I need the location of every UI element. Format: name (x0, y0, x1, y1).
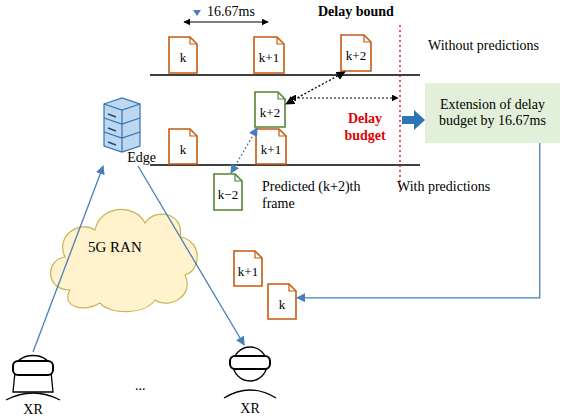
cloud-outline (51, 209, 198, 311)
node-text: Edge (127, 150, 156, 166)
document-outline (169, 129, 197, 164)
document-fold (235, 174, 242, 181)
delay-bound-line (399, 25, 400, 192)
node-text: k (267, 283, 297, 320)
node-text: k+1 (255, 128, 287, 165)
delay-bound-label: Delay bound (318, 3, 408, 20)
frame-doc: k (267, 283, 297, 320)
node-text: k+2 (254, 91, 286, 128)
server-icon (108, 114, 116, 145)
server-icon (104, 104, 140, 152)
document-outline (255, 92, 285, 127)
node-text: XR (221, 401, 279, 417)
server-icon (104, 98, 140, 152)
document-outline (268, 284, 296, 319)
delay-budget-label: Delay budget (335, 110, 395, 144)
document-fold (190, 129, 197, 136)
edge-server: Edge (96, 92, 156, 166)
headset-user (6, 393, 60, 400)
interval-arrow (184, 22, 268, 23)
frame-doc: k (168, 128, 198, 165)
document-outline (254, 37, 284, 73)
node-text: k (168, 36, 198, 74)
xr-user: XR (3, 352, 63, 418)
document-outline (234, 251, 262, 286)
document-fold (255, 251, 262, 258)
node-text: k−2 (213, 173, 243, 211)
document-outline (214, 174, 242, 210)
connector-arrow (286, 72, 345, 104)
row-label: Without predictions (428, 37, 563, 54)
delay-budget-arrow (290, 98, 398, 99)
connector-arrow (297, 143, 540, 298)
node-text: XR (3, 402, 63, 418)
frame-doc: k+1 (255, 128, 287, 165)
row-label: With predictions (397, 178, 537, 195)
frame-doc: k+1 (253, 36, 285, 74)
connector-arrow (33, 166, 103, 352)
document-fold (364, 35, 371, 42)
document-outline (256, 129, 286, 164)
headset-icon (230, 356, 270, 369)
block-arrow (402, 110, 425, 130)
headset-icon (13, 361, 53, 375)
document-fold (278, 92, 285, 99)
ran-cloud: 5G RAN (40, 195, 205, 315)
interval-label: 16.67ms (196, 3, 266, 20)
node-text: k (168, 128, 198, 165)
document-fold (190, 37, 197, 44)
ellipsis-label: ... (135, 377, 165, 394)
frame-doc: k (168, 36, 198, 74)
timeline (150, 74, 420, 76)
node-text: k+2 (340, 34, 372, 72)
node-text: k+1 (253, 36, 285, 74)
marker-triangle (193, 10, 201, 16)
document-outline (169, 37, 197, 73)
document-fold (279, 129, 286, 136)
frame-doc: k+1 (233, 250, 263, 287)
connector-arrow (138, 166, 244, 345)
document-fold (289, 284, 296, 291)
node-text: Extension of delay budget by 16.67ms (425, 83, 560, 143)
node-text: k+1 (233, 250, 263, 287)
predicted-frame-label: Predicted (k+2)th frame (262, 178, 362, 212)
frame-doc: k+2 (340, 34, 372, 72)
document-outline (341, 35, 371, 71)
predicted-frame-doc: k−2 (213, 173, 243, 211)
headset-user (13, 356, 53, 393)
node-text: 5G RAN (88, 239, 142, 256)
extension-box: Extension of delay budget by 16.67ms (425, 83, 560, 143)
predicted-frame-doc: k+2 (254, 91, 286, 128)
headset-user (224, 390, 276, 398)
connector-arrow (231, 128, 257, 173)
xr-user: XR (221, 345, 279, 417)
document-fold (277, 37, 284, 44)
